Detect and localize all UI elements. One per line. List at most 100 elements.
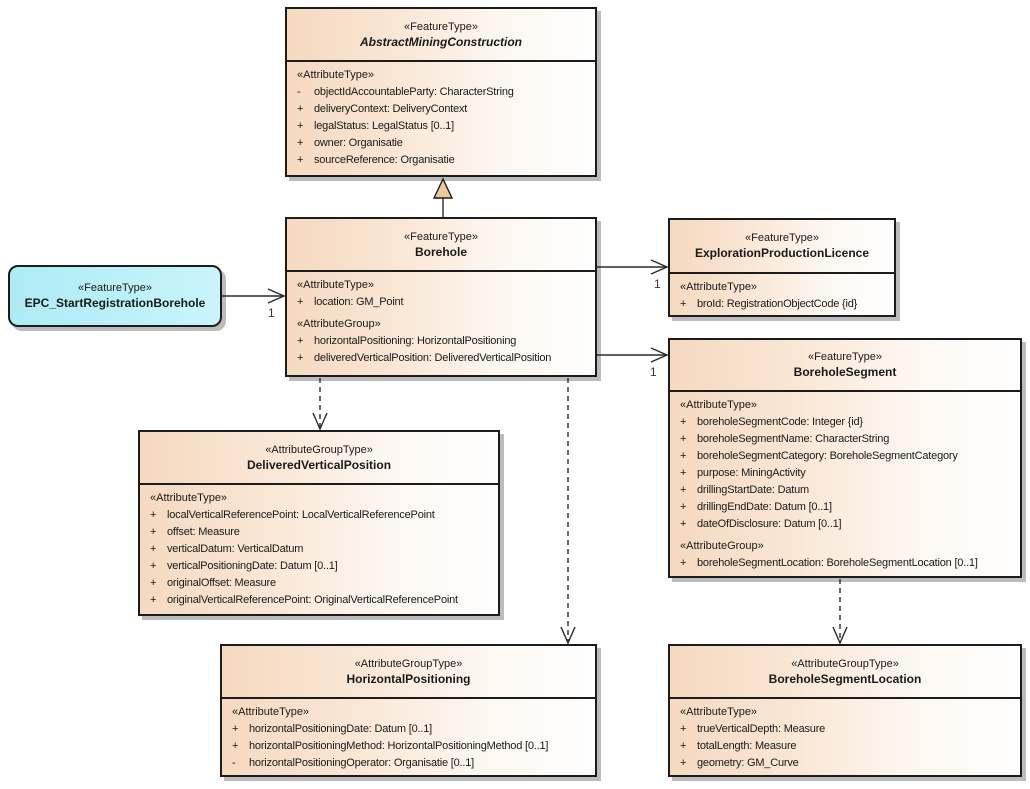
visibility-sign: + — [680, 518, 687, 530]
visibility-sign: + — [297, 154, 304, 166]
section-heading: «AttributeType» — [297, 279, 375, 291]
visibility-sign: + — [680, 433, 687, 445]
attribute-text: deliveredVerticalPosition: DeliveredVert… — [314, 352, 552, 364]
visibility-sign: - — [297, 86, 301, 98]
visibility-sign: + — [297, 120, 304, 132]
attribute-text: verticalPositioningDate: Datum [0..1] — [167, 560, 338, 572]
attribute-text: legalStatus: LegalStatus [0..1] — [314, 120, 454, 132]
attribute-row[interactable]: +sourceReference: Organisatie — [297, 152, 593, 169]
attribute-text: horizontalPositioning: HorizontalPositio… — [314, 335, 517, 347]
attribute-row[interactable]: + horizontalPositioningMethod: Horizontal… — [232, 738, 593, 755]
multiplicity-label: 1 — [650, 365, 657, 379]
dependency-borehole-to-deliveredverticalposition[interactable] — [312, 378, 328, 431]
class-box-borehole-segment[interactable]: «FeatureType»BoreholeSegment «AttributeTy… — [668, 338, 1022, 578]
attribute-row[interactable]: +totalLength: Measure — [680, 738, 1018, 755]
attribute-row[interactable]: +verticalPositioningDate: Datum [0..1] — [150, 558, 496, 575]
attribute-row[interactable]: +boreholeSegmentName: CharacterString — [680, 431, 1018, 448]
class-box-delivered-vertical-position[interactable]: «AttributeGroupType»DeliveredVerticalPos… — [138, 430, 500, 616]
attribute-row[interactable]: +owner: Organisatie — [297, 135, 593, 152]
attribute-row[interactable]: +offset: Measure — [150, 524, 496, 541]
attribute-row[interactable]: +horizontalPositioningDate: Datum [0..1] — [232, 721, 593, 738]
attribute-row[interactable]: + originalOffset: Measure — [150, 575, 496, 592]
attribute-row[interactable]: + broId: RegistrationObjectCode {id} — [680, 296, 892, 313]
visibility-sign: + — [680, 298, 687, 310]
attribute-row[interactable]: +drillingEndDate: Datum [0..1] — [680, 499, 1018, 516]
stereotype-label: «FeatureType» — [745, 232, 819, 244]
attribute-row[interactable]: +originalVerticalReferencePoint: Origina… — [150, 592, 496, 609]
stereotype-label: «FeatureType» — [808, 351, 882, 363]
visibility-sign: + — [150, 577, 157, 589]
attribute-row[interactable]: - objectIdAccountableParty: CharacterStri… — [297, 84, 593, 101]
class-box-exploration-production-licence[interactable]: «FeatureType» ExplorationProductionLicenc… — [668, 218, 896, 317]
attribute-text: boreholeSegmentCategory: BoreholeSegment… — [697, 450, 958, 462]
dependency-boreholesegment-to-boreholesegmentlocation[interactable] — [832, 579, 848, 645]
attribute-row[interactable]: +deliveredVerticalPosition: DeliveredVer… — [297, 350, 593, 367]
attribute-text: verticalDatum: VerticalDatum — [167, 543, 304, 555]
class-name: Borehole — [414, 244, 467, 259]
attribute-row[interactable]: + verticalDatum: VerticalDatum — [150, 541, 496, 558]
visibility-sign: + — [680, 757, 687, 769]
class-box-borehole-segment-location[interactable]: «AttributeGroupType»BoreholeSegmentLocat… — [668, 644, 1022, 777]
attribute-row[interactable]: +location: GM_Point — [297, 294, 593, 311]
association-epc-to-borehole[interactable]: 1 — [222, 288, 286, 320]
attribute-row[interactable]: +boreholeSegmentLocation: BoreholeSegmen… — [680, 555, 1018, 572]
section-heading: «AttributeType» — [232, 706, 310, 718]
attribute-text: dateOfDisclosure: Datum [0..1] — [697, 518, 842, 530]
visibility-sign: + — [150, 509, 157, 521]
class-box-epc-start-registration-borehole[interactable]: «FeatureType»EPC_StartRegistrationBoreho… — [8, 265, 222, 327]
visibility-sign: + — [680, 467, 687, 479]
section-heading: «AttributeGroup» — [297, 318, 381, 330]
section-heading: «AttributeGroup» — [680, 540, 764, 552]
attribute-text: objectIdAccountableParty: CharacterStrin… — [314, 86, 514, 98]
attribute-row[interactable]: + dateOfDisclosure: Datum [0..1] — [680, 516, 1018, 533]
attributes-compartment: «AttributeType» +horizontalPositioningDat… — [222, 699, 595, 772]
class-header-borehole-segment: «FeatureType»BoreholeSegment — [670, 340, 1020, 392]
stereotype-label: «AttributeGroupType» — [354, 657, 463, 670]
attribute-text: owner: Organisatie — [314, 137, 403, 149]
attribute-row[interactable]: -horizontalPositioningOperator: Organisa… — [232, 755, 593, 772]
attribute-row[interactable]: +drillingStartDate: Datum — [680, 482, 1018, 499]
class-header-borehole-segment-location: «AttributeGroupType»BoreholeSegmentLocat… — [670, 646, 1020, 699]
class-name: DeliveredVerticalPosition — [246, 457, 392, 472]
attribute-row[interactable]: +boreholeSegmentCode: Integer {id} — [680, 414, 1018, 431]
attribute-text: deliveryContext: DeliveryContext — [314, 103, 468, 115]
open-arrowhead-icon — [832, 626, 848, 645]
visibility-sign: + — [150, 543, 157, 555]
association-borehole-to-boreholesegment[interactable]: 1 — [597, 347, 669, 379]
attributes-compartment: «AttributeType» + broId: RegistrationObjec… — [670, 274, 894, 313]
open-arrowhead-icon — [650, 347, 669, 363]
section-heading: «AttributeType» — [680, 281, 758, 293]
class-header-delivered-vertical-position: «AttributeGroupType»DeliveredVerticalPos… — [140, 432, 498, 485]
attribute-row[interactable]: +localVerticalReferencePoint: LocalVerti… — [150, 507, 496, 524]
attribute-row[interactable]: +purpose: MiningActivity — [680, 465, 1018, 482]
open-arrowhead-icon — [312, 412, 328, 431]
attribute-text: horizontalPositioningMethod: HorizontalP… — [249, 740, 549, 752]
class-header-horizontal-positioning: «AttributeGroupType»HorizontalPositionin… — [222, 646, 595, 699]
association-borehole-to-explorationproductionlicence[interactable]: 1 — [597, 259, 669, 291]
visibility-sign: + — [680, 450, 687, 462]
section-heading: «AttributeType» — [680, 399, 758, 411]
attribute-row[interactable]: +horizontalPositioning: HorizontalPositi… — [297, 333, 593, 350]
class-box-borehole[interactable]: «FeatureType»Borehole«AttributeType»+loc… — [285, 217, 597, 377]
attribute-row[interactable]: +trueVerticalDepth: Measure — [680, 721, 1018, 738]
class-header-abstract-mining-construction: «FeatureType»AbstractMiningConstruction — [287, 9, 595, 62]
section-heading: «AttributeType» — [150, 492, 228, 504]
attribute-text: broId: RegistrationObjectCode {id} — [697, 298, 858, 310]
visibility-sign: + — [232, 740, 239, 752]
attribute-row[interactable]: + boreholeSegmentCategory: BoreholeSegmen… — [680, 448, 1018, 465]
attributes-compartment: «AttributeType» +location: GM_Point «Attri… — [287, 272, 595, 367]
attribute-text: originalOffset: Measure — [167, 577, 276, 589]
dependency-borehole-to-horizontalpositioning[interactable] — [560, 378, 576, 645]
attribute-row[interactable]: +geometry: GM_Curve — [680, 755, 1018, 772]
attribute-row[interactable]: +deliveryContext: DeliveryContext — [297, 101, 593, 118]
visibility-sign: + — [680, 484, 687, 496]
multiplicity-label: 1 — [268, 306, 275, 320]
visibility-sign: + — [150, 594, 157, 606]
class-box-horizontal-positioning[interactable]: «AttributeGroupType»HorizontalPositionin… — [220, 644, 597, 777]
generalization-borehole-to-abstractminingconstruction[interactable] — [432, 177, 454, 217]
class-box-abstract-mining-construction[interactable]: «FeatureType»AbstractMiningConstruction«… — [285, 7, 597, 177]
attribute-row[interactable]: + legalStatus: LegalStatus [0..1] — [297, 118, 593, 135]
open-arrowhead-icon — [560, 626, 576, 645]
class-name: ExplorationProductionLicence — [694, 246, 870, 260]
